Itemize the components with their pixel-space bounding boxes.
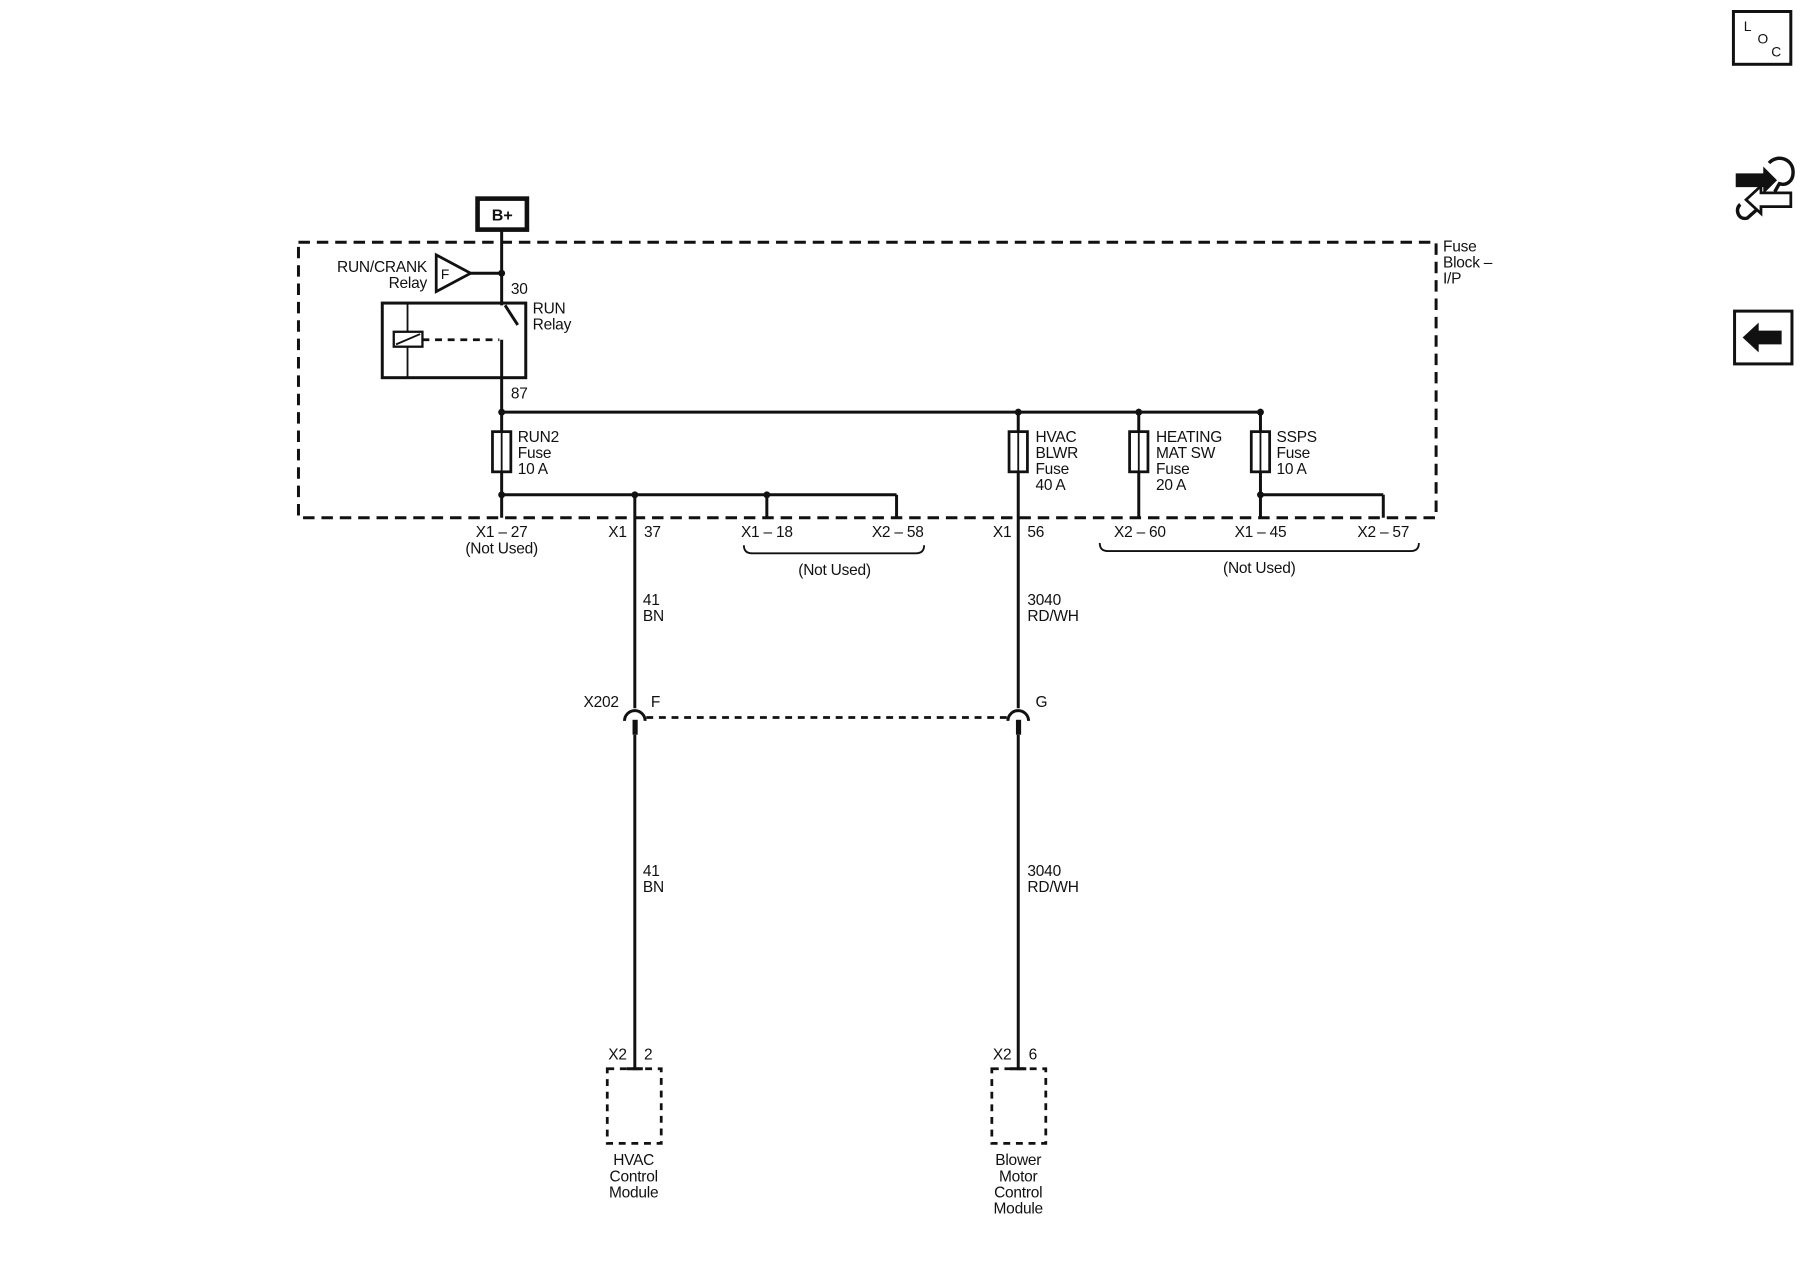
repair-button[interactable] bbox=[1735, 156, 1795, 221]
back-arrow-icon bbox=[1742, 322, 1782, 353]
fuse-hvac-blwr: HVAC BLWR Fuse 40 A bbox=[1007, 412, 1078, 494]
circuit-3040-wire: 3040 RD/WH 3040 RD/WH bbox=[1016, 471, 1079, 1069]
power-source: B+ bbox=[475, 196, 530, 232]
hvac-control-module: X2 2 HVAC Control Module bbox=[605, 1047, 663, 1201]
terminal-pin: 37 bbox=[644, 524, 661, 541]
fuse-label: Fuse bbox=[1035, 461, 1069, 478]
wire-color: BN bbox=[643, 879, 664, 896]
not-used-note: (Not Used) bbox=[1223, 560, 1296, 577]
wire-color: RD/WH bbox=[1027, 608, 1078, 625]
circuit-41-wire: 41 BN 41 BN bbox=[633, 494, 664, 1069]
run-crank-relay-symbol: F bbox=[441, 267, 449, 282]
fuse-label: MAT SW bbox=[1156, 445, 1216, 462]
fuse-rating: 10 A bbox=[518, 461, 549, 478]
terminal-connector: X1 bbox=[608, 524, 626, 541]
module-name-line: Blower bbox=[995, 1152, 1041, 1169]
module-name-line: Motor bbox=[999, 1168, 1038, 1185]
wire-circuit-number: 41 bbox=[643, 592, 660, 609]
run-relay-pin-30: 30 bbox=[511, 281, 528, 298]
bus-splice bbox=[498, 408, 506, 416]
fuse-label: BLWR bbox=[1035, 445, 1078, 462]
inline-connector-x202: X202 F G bbox=[584, 694, 1048, 735]
connector-pin: F bbox=[651, 694, 660, 711]
wire-circuit-number: 41 bbox=[643, 863, 660, 880]
module-pin: 6 bbox=[1029, 1047, 1037, 1064]
terminal-pin: 56 bbox=[1027, 524, 1044, 541]
fuse-label: Fuse bbox=[1277, 445, 1311, 462]
wire-color: RD/WH bbox=[1027, 879, 1078, 896]
fuse-rating: 40 A bbox=[1035, 477, 1066, 494]
module-name-line: HVAC bbox=[613, 1152, 654, 1169]
repair-arrows-icon bbox=[1735, 156, 1795, 221]
fuse-label: Fuse bbox=[518, 445, 552, 462]
run-crank-relay: RUN/CRANK Relay F bbox=[337, 252, 502, 294]
fuse-label: SSPS bbox=[1277, 429, 1317, 446]
locator-letter-l: L bbox=[1744, 19, 1752, 34]
back-button[interactable] bbox=[1733, 309, 1794, 366]
fuse-block-label-line-2: Block – bbox=[1443, 254, 1493, 271]
locator-button[interactable]: L O C bbox=[1731, 9, 1793, 66]
locator-letter-o: O bbox=[1758, 32, 1769, 47]
terminal-label: X2 – 58 bbox=[872, 524, 924, 541]
run-crank-relay-name: RUN/CRANK bbox=[337, 259, 428, 276]
fuse-rating: 20 A bbox=[1156, 477, 1187, 494]
wire-circuit-number: 3040 bbox=[1027, 863, 1061, 880]
fuse-rating: 10 A bbox=[1277, 461, 1308, 478]
wire-circuit-number: 3040 bbox=[1027, 592, 1061, 609]
terminal-note: (Not Used) bbox=[465, 540, 538, 557]
not-used-bracket bbox=[1098, 542, 1420, 552]
terminal-label: X1 – 18 bbox=[741, 524, 793, 541]
location-icon: L O C bbox=[1744, 19, 1782, 59]
fuse-ssps: SSPS Fuse 10 A bbox=[1249, 412, 1385, 518]
module-connector: X2 bbox=[993, 1047, 1011, 1064]
module-connector: X2 bbox=[608, 1047, 626, 1064]
module-pin: 2 bbox=[644, 1047, 652, 1064]
connector-pin: G bbox=[1035, 694, 1047, 711]
fuse-block: Fuse Block – I/P bbox=[296, 238, 1493, 520]
fuse-label: HVAC bbox=[1035, 429, 1076, 446]
terminal-label: X1 – 45 bbox=[1235, 524, 1287, 541]
not-used-note: (Not Used) bbox=[798, 562, 871, 579]
terminal-label: X2 – 60 bbox=[1114, 524, 1166, 541]
wire-color: BN bbox=[643, 608, 664, 625]
run2-splice bbox=[498, 491, 506, 499]
fuse-label: Fuse bbox=[1156, 461, 1190, 478]
terminal-connector: X1 bbox=[993, 524, 1011, 541]
fuse-block-terminals: X1 – 27 (Not Used) X1 37 X1 – 18 X2 – 58… bbox=[465, 524, 1420, 579]
fuse-block-label-line-1: Fuse bbox=[1443, 238, 1477, 255]
fuse-label: HEATING bbox=[1156, 429, 1222, 446]
run-relay-type: Relay bbox=[533, 316, 572, 333]
module-name-line: Module bbox=[994, 1200, 1043, 1217]
blower-motor-control-module: X2 6 Blower Motor Control Module bbox=[990, 1047, 1048, 1217]
run-relay: 30 RUN Relay 87 bbox=[380, 281, 572, 402]
run-relay-pin-87: 87 bbox=[511, 385, 528, 402]
run-crank-relay-type: Relay bbox=[389, 275, 428, 292]
power-source-label: B+ bbox=[492, 206, 513, 224]
not-used-bracket bbox=[742, 545, 926, 555]
fuse-heating-mat-sw: HEATING MAT SW Fuse 20 A bbox=[1128, 412, 1222, 518]
fuse-run2: RUN2 Fuse 10 A bbox=[491, 429, 559, 478]
terminal-label: X1 – 27 bbox=[476, 524, 528, 541]
fuse-label: RUN2 bbox=[518, 429, 559, 446]
run-relay-name: RUN bbox=[533, 300, 566, 317]
module-name-line: Control bbox=[994, 1184, 1042, 1201]
fuse-block-label-line-3: I/P bbox=[1443, 271, 1461, 288]
connector-name: X202 bbox=[584, 694, 619, 711]
module-name-line: Module bbox=[609, 1184, 658, 1201]
terminal-label: X2 – 57 bbox=[1357, 524, 1409, 541]
locator-letter-c: C bbox=[1771, 44, 1781, 59]
module-name-line: Control bbox=[610, 1168, 658, 1185]
